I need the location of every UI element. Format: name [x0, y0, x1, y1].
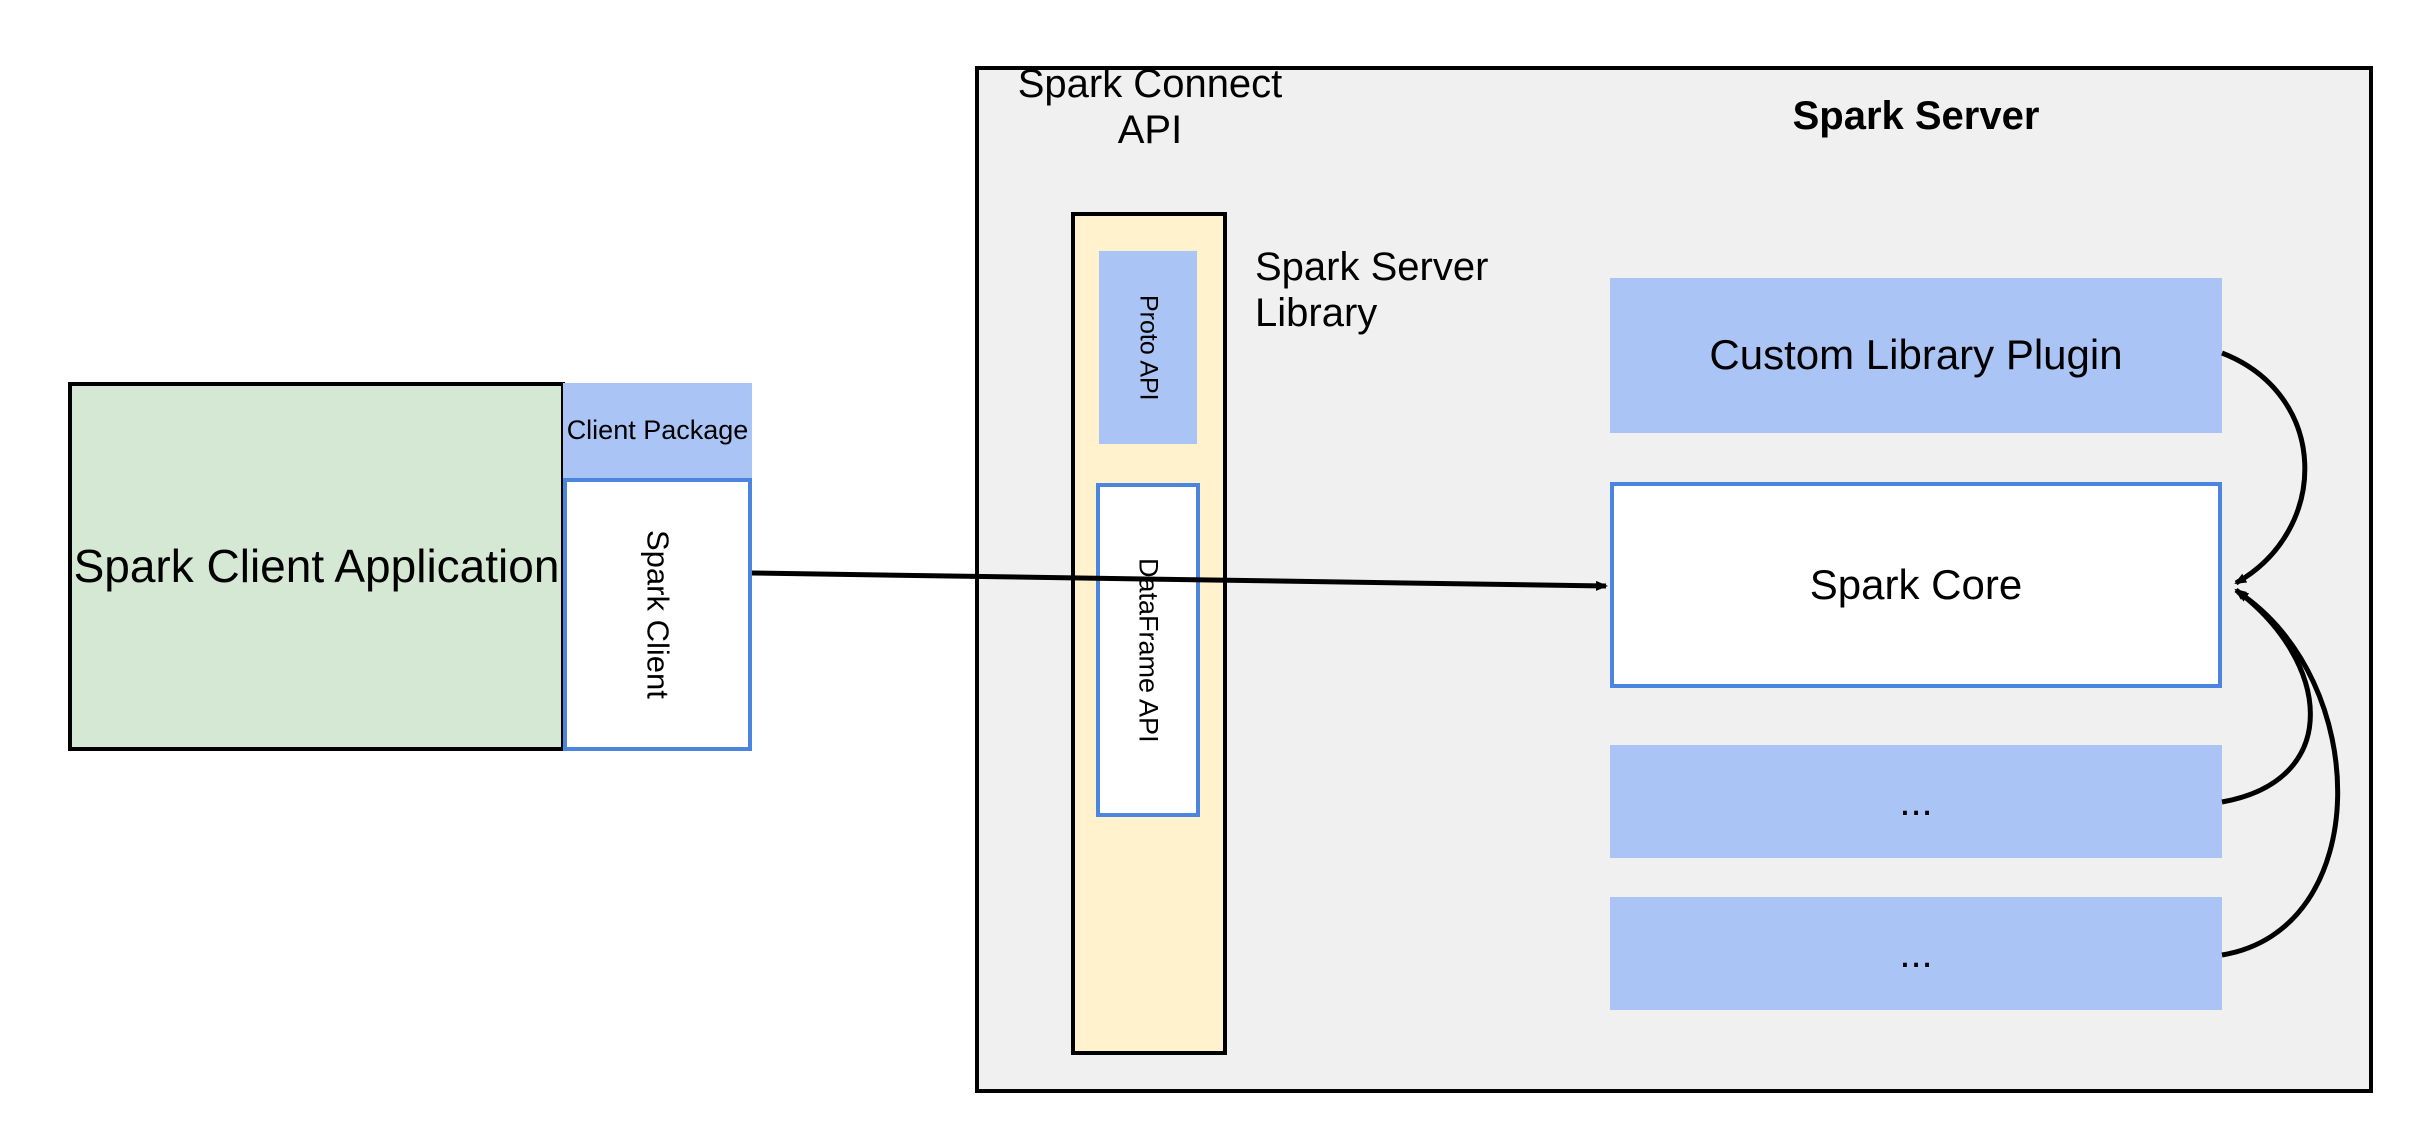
dataframe-api-label: DataFrame API	[1133, 557, 1164, 743]
spark-client-label: Spark Client	[640, 530, 676, 699]
proto-api-label: Proto API	[1134, 294, 1163, 401]
spark-core-label: Spark Core	[1809, 560, 2023, 608]
ellipsis-box-two[interactable]: ...	[1610, 897, 2222, 1010]
spark-core-box[interactable]: Spark Core	[1610, 482, 2222, 688]
dataframe-api-box[interactable]: DataFrame API	[1096, 483, 1200, 817]
spark-client-application-box[interactable]: Spark Client Application	[68, 382, 565, 751]
spark-client-application-label: Spark Client Application	[73, 540, 560, 593]
custom-library-plugin-box[interactable]: Custom Library Plugin	[1610, 278, 2222, 433]
custom-library-plugin-label: Custom Library Plugin	[1709, 331, 2123, 379]
spark-client-box[interactable]: Spark Client	[563, 478, 752, 751]
ellipsis-two-label: ...	[1899, 931, 1933, 976]
spark-server-title-text: Spark Server	[1792, 94, 2040, 138]
proto-api-box[interactable]: Proto API	[1099, 251, 1197, 444]
spark-server-library-label: Spark Server Library	[1255, 240, 1555, 340]
spark-connect-api-text: Spark Connect API	[1017, 62, 1283, 152]
spark-connect-api-label: Spark Connect API	[1000, 62, 1300, 152]
client-package-box[interactable]: Client Package	[563, 383, 752, 479]
spark-server-title: Spark Server	[1610, 86, 2222, 146]
ellipsis-one-label: ...	[1899, 779, 1933, 824]
client-package-label: Client Package	[566, 415, 749, 446]
spark-server-library-text: Spark Server Library	[1255, 245, 1489, 335]
ellipsis-box-one[interactable]: ...	[1610, 745, 2222, 858]
